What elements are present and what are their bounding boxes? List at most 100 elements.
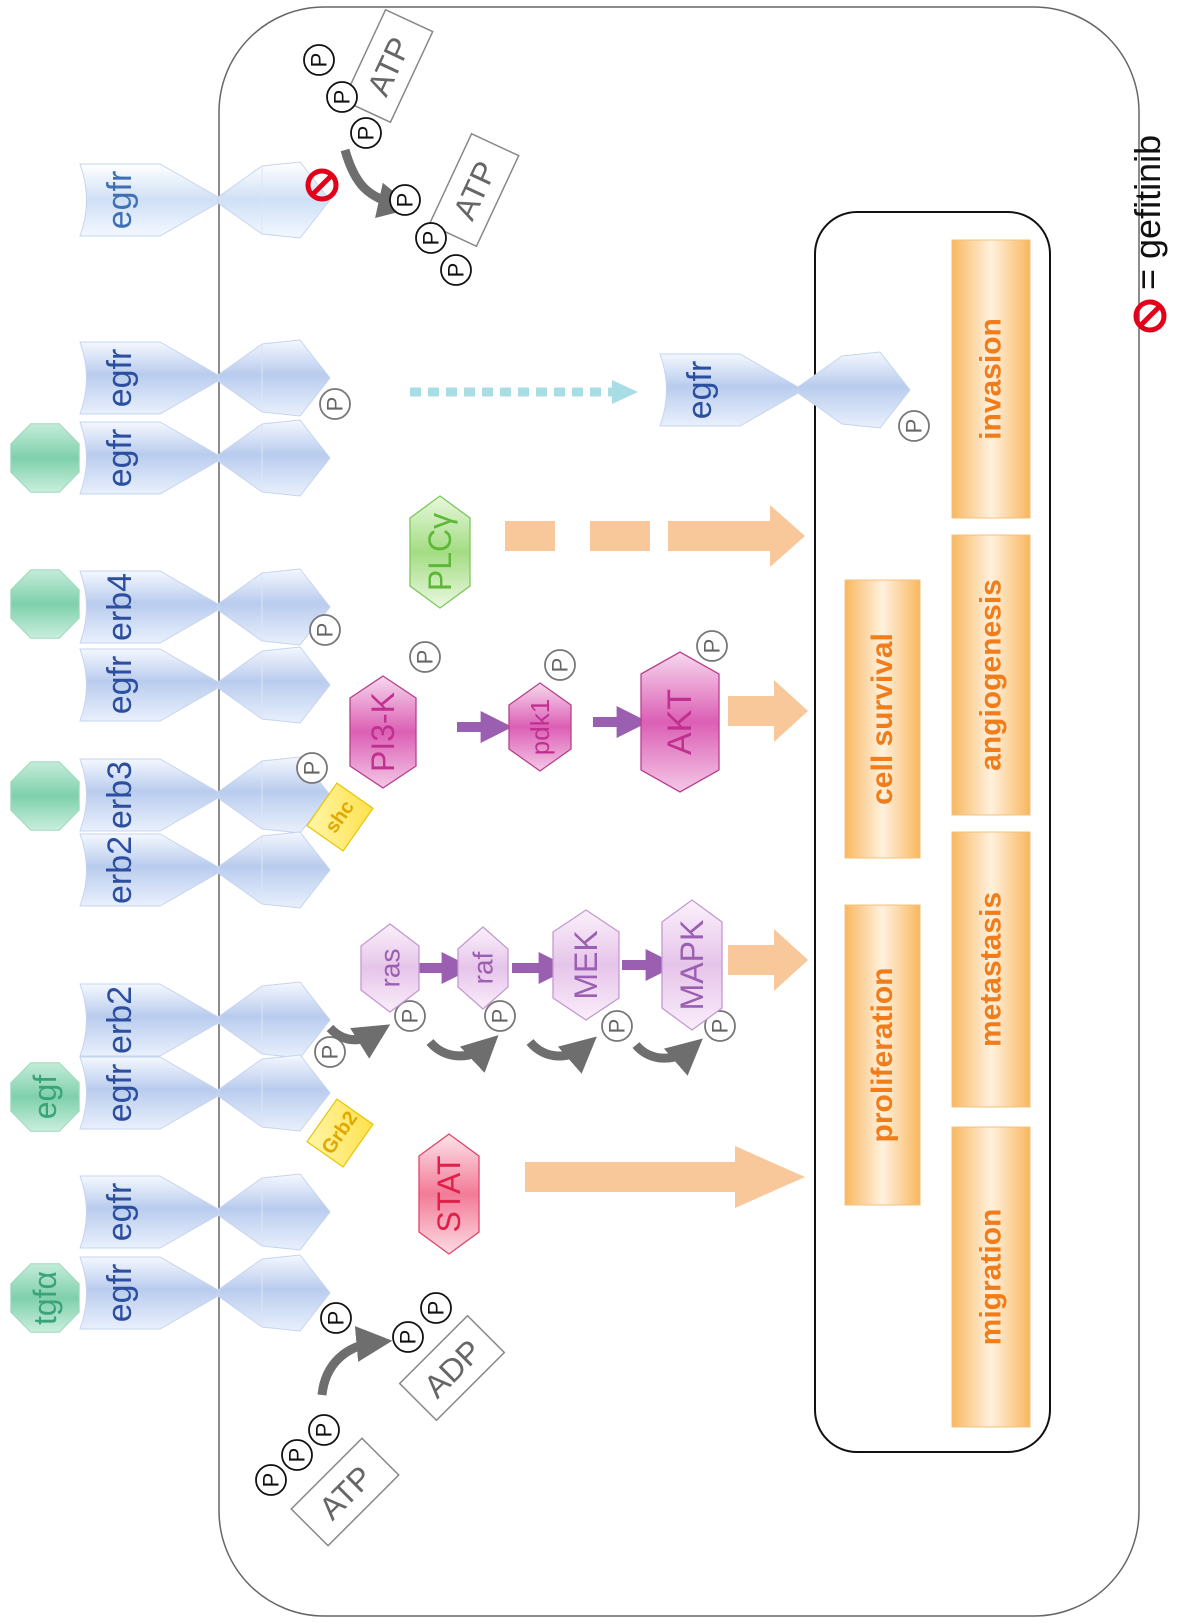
receptor-erb4: erb4	[79, 568, 331, 646]
node-pi3k: PI3-K	[349, 675, 417, 789]
receptor-egfr: egfr	[79, 1054, 331, 1132]
ligand-label: tgfα	[27, 1271, 63, 1325]
phosphate-label: P	[312, 1423, 337, 1438]
receptor-egfr: egfr	[79, 161, 331, 239]
phosphate-label: P	[605, 1019, 630, 1034]
cell-membrane	[218, 6, 1140, 1617]
receptor-internalized: egfr	[659, 351, 911, 429]
phosphate: P	[303, 44, 335, 76]
outcome-layer: proliferation cell survival migration metas…	[844, 239, 1031, 1428]
outcome-metastasis: metastasis	[951, 831, 1031, 1108]
phosphate-label: P	[313, 623, 338, 638]
phosphate-label: P	[318, 1045, 343, 1060]
atp-blocked: ATP	[428, 132, 520, 248]
phosphate: P	[898, 410, 930, 442]
node-ras-label: ras	[375, 949, 406, 988]
receptor-egfr: egfr	[79, 339, 331, 417]
receptor-label: egfr	[681, 361, 719, 420]
receptor-erb3: erb3	[79, 756, 331, 834]
adaptor-shc: shc	[306, 782, 374, 852]
phosphate-label: P	[708, 1019, 733, 1034]
atp-top: ATP	[342, 8, 434, 124]
outcome-cell-survival: cell survival	[844, 579, 921, 859]
ligand	[10, 423, 80, 493]
ligand	[10, 569, 80, 639]
phosphate: P	[704, 1010, 736, 1042]
phosphate: P	[309, 614, 341, 646]
receptor-label: egfr	[101, 429, 139, 488]
ligand-label: egf	[27, 1075, 63, 1120]
phosphate-label: P	[354, 126, 379, 141]
node-pdk1: pdk1	[508, 682, 572, 772]
phosphate: P	[255, 1464, 287, 1496]
receptor-egfr: egfr	[79, 419, 331, 497]
phosphate-label: P	[300, 761, 325, 776]
outcome-proliferation-label: proliferation	[866, 967, 899, 1142]
arrow-stat-nucleus	[525, 1146, 805, 1208]
phosphate-label: P	[307, 53, 332, 68]
phosphate: P	[420, 1292, 452, 1324]
phosphate-label: P	[259, 1473, 284, 1488]
node-mek: MEK	[552, 909, 620, 1021]
receptor-label: erb2	[101, 986, 139, 1054]
phosphate: P	[394, 1000, 426, 1032]
receptor-erb2: erb2	[79, 981, 331, 1059]
phosphate-label: P	[424, 1301, 449, 1316]
legend-gefitinib-icon	[1133, 299, 1167, 333]
arrow-plc-dashed	[505, 505, 805, 567]
nucleus	[814, 211, 1051, 1453]
phosphate-label: P	[330, 90, 355, 105]
phosphate-label: P	[413, 650, 438, 665]
phosphate-label: P	[700, 639, 725, 654]
receptor-label: egfr	[101, 171, 139, 230]
phosphate: P	[409, 641, 441, 673]
receptor-label: egfr	[101, 1183, 139, 1242]
receptor-erb2: erb2	[79, 831, 331, 909]
atp-to-adp-arrow	[317, 1326, 393, 1396]
outcome-invasion-label: invasion	[975, 318, 1008, 440]
adaptor-Grb2: Grb2	[306, 1098, 374, 1168]
receptor-label: egfr	[101, 1264, 139, 1323]
phosphate: P	[544, 649, 576, 681]
receptor-label: egfr	[101, 1064, 139, 1123]
phosphate-label: P	[324, 1311, 349, 1326]
phosphate-label: P	[393, 193, 418, 208]
outcome-migration-label: migration	[975, 1209, 1008, 1346]
gefitinib-icon	[305, 168, 339, 202]
node-stat-label: STAT	[431, 1155, 467, 1232]
node-stat: STAT	[418, 1133, 480, 1255]
outcome-invasion: invasion	[951, 239, 1031, 519]
arrow-internalization	[410, 380, 638, 404]
phosphate-label: P	[902, 419, 927, 434]
outcome-metastasis-label: metastasis	[975, 892, 1008, 1047]
phosphate: P	[601, 1010, 633, 1042]
outcome-proliferation: proliferation	[844, 904, 921, 1206]
receptor-egfr: egfr	[79, 1173, 331, 1251]
ligand: egf	[10, 1062, 80, 1132]
phosphate: P	[296, 752, 328, 784]
legend: = gefitinib	[1127, 135, 1168, 333]
phosphate-label: P	[444, 263, 469, 278]
phosphate: P	[308, 1414, 340, 1446]
node-mek-label: MEK	[568, 930, 604, 999]
node-akt-label: AKT	[661, 689, 699, 755]
arrow-mapk-proliferation	[728, 929, 808, 991]
phosphate: P	[415, 222, 447, 254]
phosphate: P	[350, 117, 382, 149]
node-pdk1-label: pdk1	[525, 699, 555, 755]
node-plcg: PLCγ	[409, 495, 471, 609]
ligand	[10, 761, 80, 831]
receptor-label: erb2	[101, 836, 139, 904]
ligand: tgfα	[10, 1263, 80, 1333]
node-mapk-label: MAPK	[674, 920, 710, 1011]
phosphate-label: P	[488, 1009, 513, 1024]
phosphate: P	[326, 81, 358, 113]
phosphate-label: P	[285, 1448, 310, 1463]
node-ras: ras	[360, 923, 420, 1013]
phosphate: P	[314, 1036, 346, 1068]
node-pi3k-label: PI3-K	[365, 692, 401, 772]
